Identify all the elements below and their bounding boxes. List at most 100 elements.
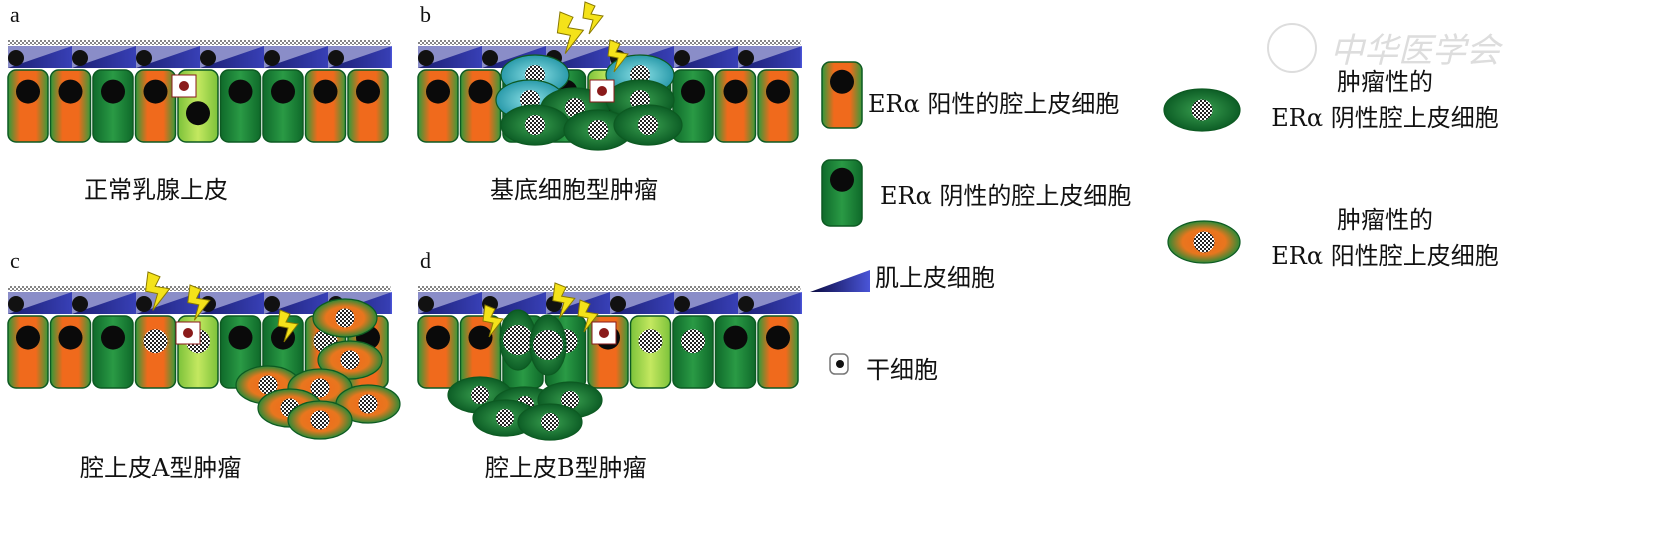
myoepithelial-legend-icon — [810, 270, 870, 292]
myoepithelial-nucleus — [674, 296, 690, 312]
tumor-er-positive-cell — [317, 340, 383, 380]
er-positive-luminal-cell — [49, 315, 92, 389]
myoepithelial-nucleus — [610, 296, 626, 312]
legend-tumor-neg-line1: 肿瘤性的 — [1337, 68, 1433, 96]
myoepithelial-nucleus — [72, 296, 88, 312]
stem-cell-nucleus — [599, 328, 609, 338]
myoepithelial-cell — [200, 46, 264, 68]
myoepithelial-nucleus — [418, 296, 434, 312]
nucleus — [766, 79, 790, 104]
tumor-er-positive-cell — [335, 384, 401, 424]
myoepithelial-nucleus — [482, 50, 498, 66]
tumor-nucleus — [541, 413, 559, 431]
myoepithelial-nucleus — [8, 50, 24, 66]
lightning-bolt-icon — [556, 11, 585, 54]
er-negative-luminal-cell — [92, 69, 134, 143]
nucleus — [58, 325, 83, 350]
tumor-nucleus — [503, 325, 533, 355]
er-positive-luminal-cell — [7, 315, 49, 389]
myoepithelial-cell — [738, 46, 801, 68]
stem-derived-cell — [629, 315, 672, 389]
nucleus — [186, 101, 210, 126]
myoepithelial-nucleus — [72, 50, 88, 66]
tumor-nucleus — [258, 375, 278, 395]
myoepithelial-nucleus — [738, 50, 754, 66]
myoepithelial-nucleus — [264, 296, 280, 312]
lightning-bolt-icon — [145, 271, 171, 311]
basement-membrane — [8, 40, 391, 45]
nucleus — [681, 79, 705, 104]
legend-tumor-pos-line1: 肿瘤性的 — [1337, 206, 1433, 234]
tumor-nucleus — [681, 329, 705, 354]
myoepithelial-cell — [136, 292, 200, 314]
panel-a-caption: 正常乳腺上皮 — [84, 176, 228, 204]
tumor-nucleus — [525, 115, 545, 135]
nucleus — [58, 79, 83, 104]
er-negative-luminal-cell — [92, 315, 134, 389]
lightning-bolt-icon — [607, 39, 629, 73]
er-positive-luminal-cell — [417, 69, 459, 143]
er-positive-luminal-cell — [757, 315, 799, 389]
er-positive-luminal-cell — [821, 61, 863, 129]
lightning-bolt-icon — [582, 1, 604, 35]
nucleus — [468, 79, 493, 104]
tumor-er-negative-cell — [499, 309, 537, 371]
nucleus — [468, 325, 493, 350]
er-positive-luminal-cell — [347, 69, 389, 143]
myoepithelial-cell — [610, 292, 674, 314]
nucleus — [830, 167, 854, 192]
er-positive-luminal-cell — [134, 69, 177, 143]
myoepithelial-cell — [418, 292, 482, 314]
myoepithelial-cell — [482, 292, 546, 314]
er-positive-luminal-cell — [7, 69, 49, 143]
lightning-bolt-icon — [187, 284, 211, 321]
tumor-nucleus — [358, 394, 378, 414]
panel-c-caption: 腔上皮A型肿瘤 — [80, 454, 242, 482]
myoepithelial-nucleus — [200, 50, 216, 66]
nucleus — [426, 325, 450, 350]
nucleus — [356, 79, 380, 104]
legend-stem-cell: 干细胞 — [866, 356, 938, 384]
er-positive-luminal-cell — [757, 69, 799, 143]
tumor-nucleus — [638, 329, 663, 354]
watermark-text: 中华医学会 — [1330, 31, 1504, 71]
stem-cell-legend-nucleus — [836, 360, 844, 368]
nucleus — [723, 325, 748, 350]
er-positive-luminal-cell — [304, 69, 347, 143]
nucleus — [228, 325, 253, 350]
tumor-er-negative-cell — [529, 314, 567, 376]
myoepithelial-cell — [264, 292, 328, 314]
tumor-nucleus — [638, 115, 658, 135]
er-positive-luminal-cell — [49, 69, 92, 143]
nucleus — [271, 79, 295, 104]
tumor-nucleus — [143, 329, 168, 354]
tumor-er-negative-cell — [500, 104, 570, 146]
myoepithelial-nucleus — [8, 296, 24, 312]
myoepithelial-nucleus — [136, 296, 152, 312]
myoepithelial-cell — [738, 292, 801, 314]
stem-cell-nucleus — [597, 86, 607, 96]
nucleus — [101, 325, 125, 350]
stem-cell-nucleus — [179, 81, 189, 91]
tumor-er-positive-cell — [287, 400, 353, 440]
lightning-bolt-icon — [277, 309, 299, 343]
myoepithelial-cell — [136, 46, 200, 68]
tumor-er-positive-cell — [312, 298, 378, 338]
legend-tumor-pos-line2: ERα 阳性腔上皮细胞 — [1271, 242, 1499, 270]
nucleus — [228, 79, 253, 104]
panel-d-letter: d — [420, 248, 431, 273]
nucleus — [830, 69, 854, 94]
er-positive-luminal-cell — [134, 315, 177, 389]
er-positive-luminal-cell — [417, 315, 459, 389]
myoepithelial-cell — [72, 292, 136, 314]
er-positive-luminal-cell — [459, 69, 502, 143]
myoepithelial-cell — [674, 46, 738, 68]
er-negative-luminal-cell — [714, 315, 757, 389]
myoepithelial-nucleus — [264, 50, 280, 66]
tumor-nucleus — [310, 410, 330, 430]
tumor-nucleus — [335, 308, 355, 328]
er-negative-luminal-cell — [672, 315, 714, 389]
panel-b-caption: 基底细胞型肿瘤 — [490, 176, 658, 204]
legend-er-negative-luminal: ERα 阴性的腔上皮细胞 — [880, 182, 1132, 210]
myoepithelial-cell — [328, 46, 391, 68]
